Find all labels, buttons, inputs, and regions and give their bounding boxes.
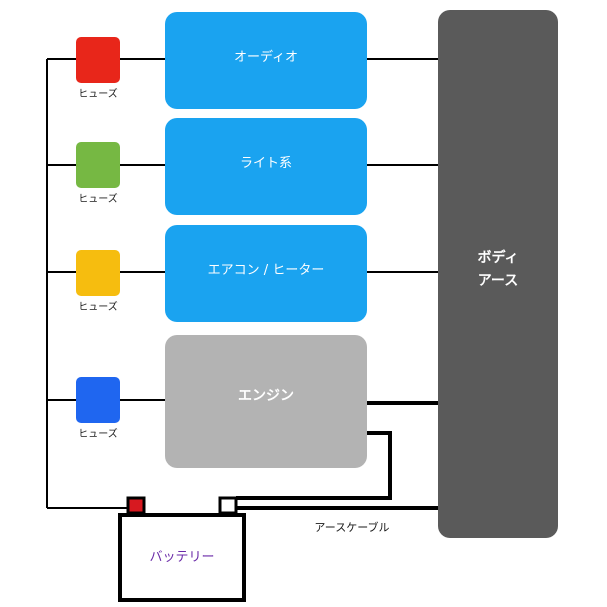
load-aircon: エアコン / ヒーター [165,225,367,322]
load-audio-box [165,12,367,109]
body-ground-label-line1: ボディ [477,249,518,266]
load-engine-label: エンジン [238,388,294,404]
body-ground-label-line2: アース [478,273,518,289]
fuse-4: ヒューズ [76,377,120,440]
load-lights: ライト系 [165,118,367,215]
fuse-1: ヒューズ [76,37,120,100]
battery-label: バッテリー [149,550,214,565]
battery-minus-terminal [218,496,238,515]
load-aircon-box [165,225,367,322]
fuse-3-body [76,250,120,296]
load-audio-label: オーディオ [234,49,298,65]
load-aircon-label: エアコン / ヒーター [208,263,325,278]
battery: バッテリー [118,496,246,602]
battery-body [118,513,246,602]
fuse-1-body [76,37,120,83]
load-lights-box [165,118,367,215]
fuse-2: ヒューズ [76,142,120,205]
load-engine-box [165,335,367,468]
battery-plus-terminal [126,496,146,515]
engine-battery-wire [236,431,392,500]
body-ground-block: ボディ アース [438,10,558,538]
fuse-4-body [76,377,120,423]
fuse-3-label: ヒューズ [78,300,118,313]
earth-cable-label: アースケーブル [314,520,389,534]
load-engine: エンジン [165,335,367,468]
body-ground-rect [438,10,558,538]
load-audio: オーディオ [165,12,367,109]
fuse-2-body [76,142,120,188]
fuse-1-label: ヒューズ [78,87,118,100]
load-lights-label: ライト系 [240,156,292,171]
fuse-4-label: ヒューズ [78,427,118,440]
fuse-3: ヒューズ [76,250,120,313]
fuse-2-label: ヒューズ [78,192,118,205]
